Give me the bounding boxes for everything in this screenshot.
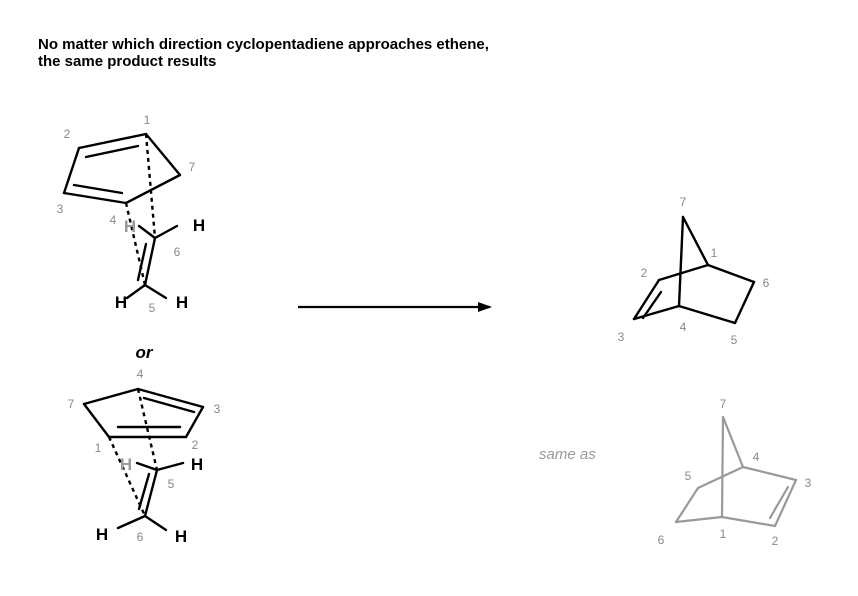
atom-number-4: 4 [680,320,687,334]
alt-product-norbornene: 1 2 3 4 5 6 7 [658,397,812,548]
bottom-ethene [116,461,185,532]
atom-number-5: 5 [168,477,175,491]
atom-number-6: 6 [174,245,181,259]
atom-number-1: 1 [95,441,102,455]
product-numbers: 1 2 3 4 5 6 7 [618,195,770,347]
top-reactant-hydrogens: H H H H [115,216,205,312]
hydrogen-label-gray: H [120,455,132,474]
hydrogen-label: H [193,216,205,235]
bottom-cyclopentadiene [82,387,205,439]
atom-number-7: 7 [189,160,196,174]
hydrogen-label: H [175,527,187,546]
alt-product-numbers: 1 2 3 4 5 6 7 [658,397,812,548]
bottom-reactant-numbers: 1 2 3 4 5 6 7 [68,367,221,544]
hydrogen-label: H [115,293,127,312]
top-forming-bonds [124,133,157,286]
atom-number-5: 5 [731,333,738,347]
atom-number-2: 2 [192,438,199,452]
diagram-title: No matter which direction cyclopentadien… [38,36,489,70]
or-connector: or [136,343,154,362]
atom-number-4: 4 [753,450,760,464]
top-reactant-numbers: 1 2 3 4 5 6 7 [57,113,196,315]
atom-number-5: 5 [685,469,692,483]
bottom-reactant: H H H H 1 2 3 4 5 6 7 [68,367,221,546]
product-norbornene: 1 2 3 4 5 6 7 [618,195,770,347]
title-line-2: the same product results [38,53,217,70]
atom-number-2: 2 [772,534,779,548]
top-ethene [125,224,179,300]
hydrogen-label: H [176,293,188,312]
atom-number-3: 3 [805,476,812,490]
hydrogen-label: H [191,455,203,474]
bottom-reactant-hydrogens: H H H H [96,455,203,546]
alt-product-bonds [674,415,798,528]
atom-number-6: 6 [137,530,144,544]
same-as-label: same as [539,446,596,463]
atom-number-4: 4 [110,213,117,227]
atom-number-4: 4 [137,367,144,381]
atom-number-7: 7 [68,397,75,411]
atom-number-7: 7 [680,195,687,209]
top-reactant: H H H H 1 2 3 4 5 6 7 [57,113,205,315]
atom-number-1: 1 [720,527,727,541]
hydrogen-label-gray: H [124,217,136,236]
atom-number-3: 3 [57,202,64,216]
title-line-1: No matter which direction cyclopentadien… [38,36,489,53]
atom-number-2: 2 [64,127,71,141]
atom-number-5: 5 [149,301,156,315]
top-cyclopentadiene [62,132,182,205]
atom-number-7: 7 [720,397,727,411]
atom-number-1: 1 [144,113,151,127]
product-bonds [632,215,756,325]
atom-number-3: 3 [214,402,221,416]
atom-number-3: 3 [618,330,625,344]
atom-number-6: 6 [658,533,665,547]
atom-number-6: 6 [763,276,770,290]
hydrogen-label: H [96,525,108,544]
bottom-forming-bonds [107,388,159,517]
atom-number-2: 2 [641,266,648,280]
atom-number-1: 1 [711,246,718,260]
